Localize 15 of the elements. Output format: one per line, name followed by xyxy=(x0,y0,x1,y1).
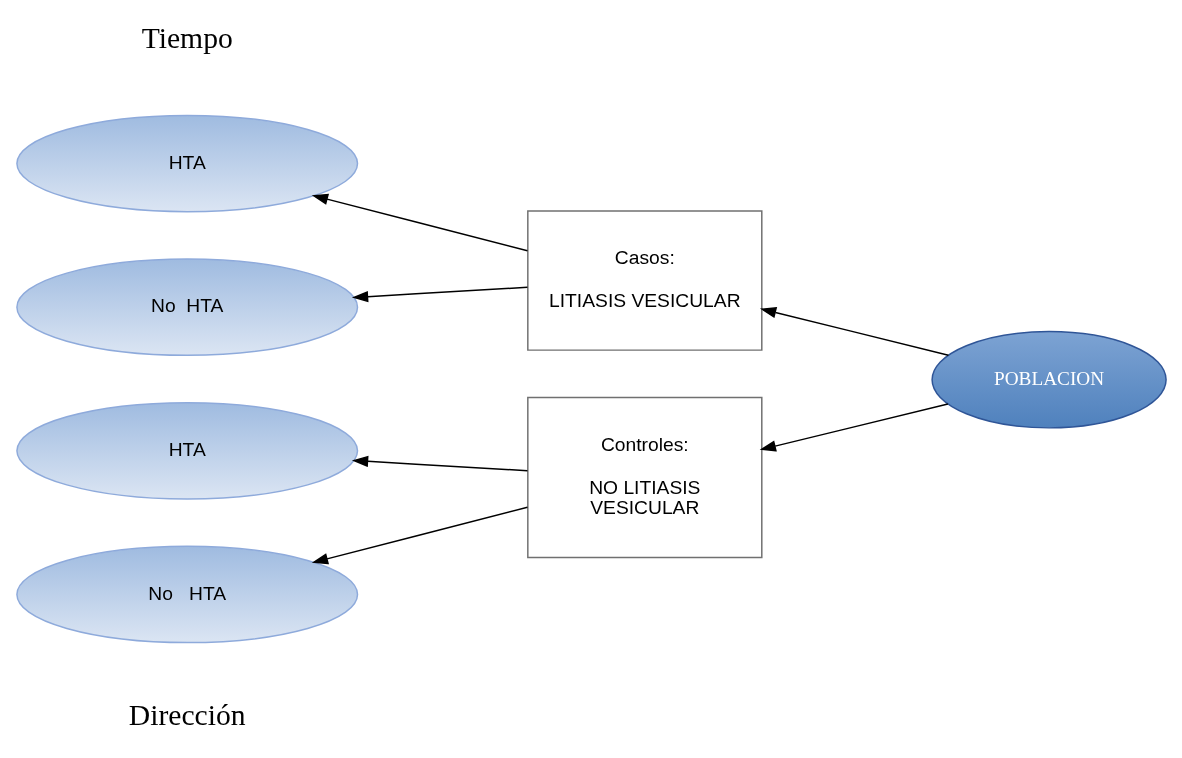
arrow xyxy=(759,307,949,356)
arrow xyxy=(311,506,528,565)
node-ellipse: No HTA xyxy=(15,258,358,357)
node-ellipse: No HTA xyxy=(15,545,358,644)
node-ellipse: HTA xyxy=(15,114,358,213)
label: Dirección xyxy=(128,698,246,731)
label: Tiempo xyxy=(141,22,233,55)
node-box: Controles: NO LITIASIS VESICULAR xyxy=(526,396,763,559)
arrow xyxy=(759,403,949,452)
arrow xyxy=(311,193,528,252)
node-ellipse: POBLACION xyxy=(930,330,1167,429)
arrow xyxy=(351,286,528,303)
arrow xyxy=(351,455,528,472)
node-ellipse: HTA xyxy=(15,401,358,500)
node-box: Casos: LITIASIS VESICULAR xyxy=(526,210,763,351)
